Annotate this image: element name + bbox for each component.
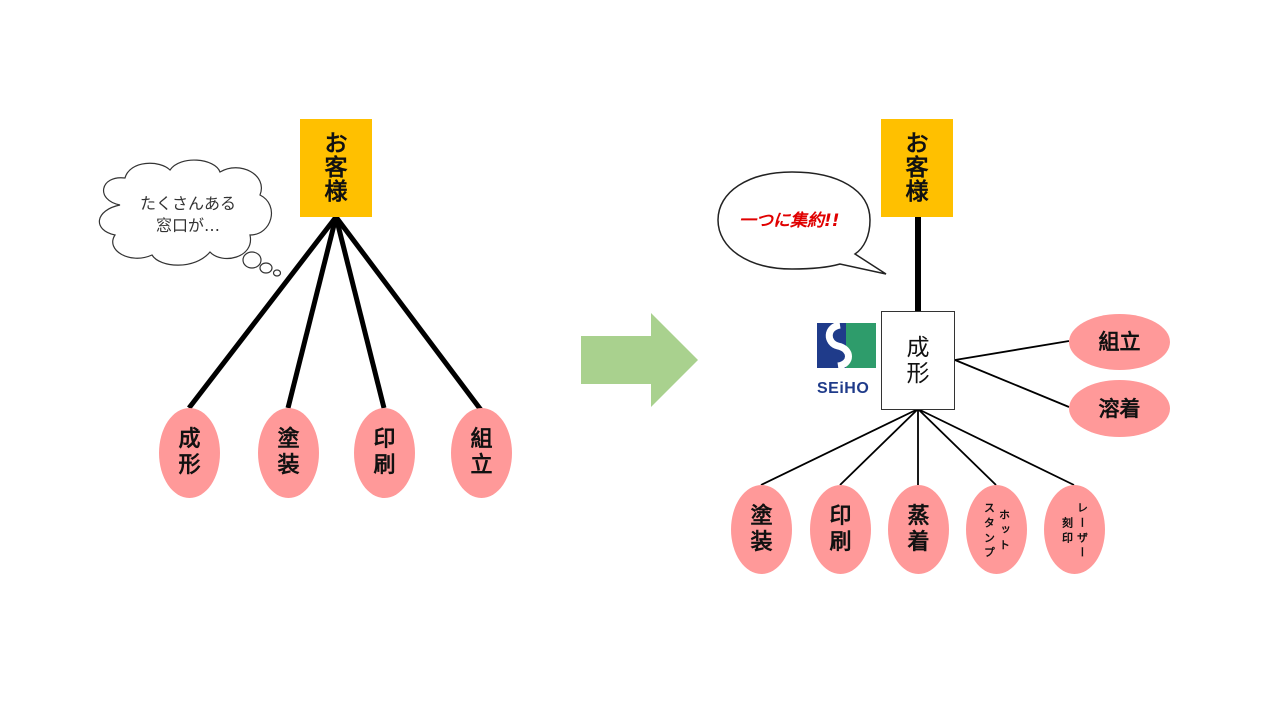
center-molding-box: 成 形 (881, 311, 955, 410)
speech-text: 一つに集約!! (739, 211, 840, 231)
right-customer-box: お 客 様 (881, 119, 953, 217)
seiho-logo-text: SEiHO (817, 380, 870, 397)
thought-text: たくさんある 窓口が… (139, 194, 236, 235)
right-node-assembly: 組立 (1069, 314, 1170, 370)
left-node-painting: 塗 装 (258, 408, 319, 498)
right-node-printing: 印 刷 (810, 485, 871, 574)
right-connectors (760, 340, 1075, 486)
hot-stamp-label: ホ ッ ト ス タ ン プ (982, 501, 1011, 558)
speech-bubble (717, 171, 887, 275)
left-customer-box: お 客 様 (300, 119, 372, 217)
right-node-hot-stamp: ホ ッ ト ス タ ン プ (966, 485, 1027, 574)
right-node-vapor: 蒸 着 (888, 485, 949, 574)
right-node-welding: 溶着 (1069, 380, 1170, 437)
left-node-printing: 印 刷 (354, 408, 415, 498)
transition-arrow (581, 313, 698, 407)
right-node-laser: レ ー ザ ー 刻 印 (1044, 485, 1105, 574)
left-node-molding: 成 形 (159, 408, 220, 498)
left-node-assembly: 組 立 (451, 408, 512, 498)
left-connectors (187, 215, 483, 412)
thought-cloud (98, 159, 282, 277)
seiho-logo-icon (817, 321, 876, 370)
right-node-painting: 塗 装 (731, 485, 792, 574)
laser-label: レ ー ザ ー 刻 印 (1060, 501, 1089, 558)
